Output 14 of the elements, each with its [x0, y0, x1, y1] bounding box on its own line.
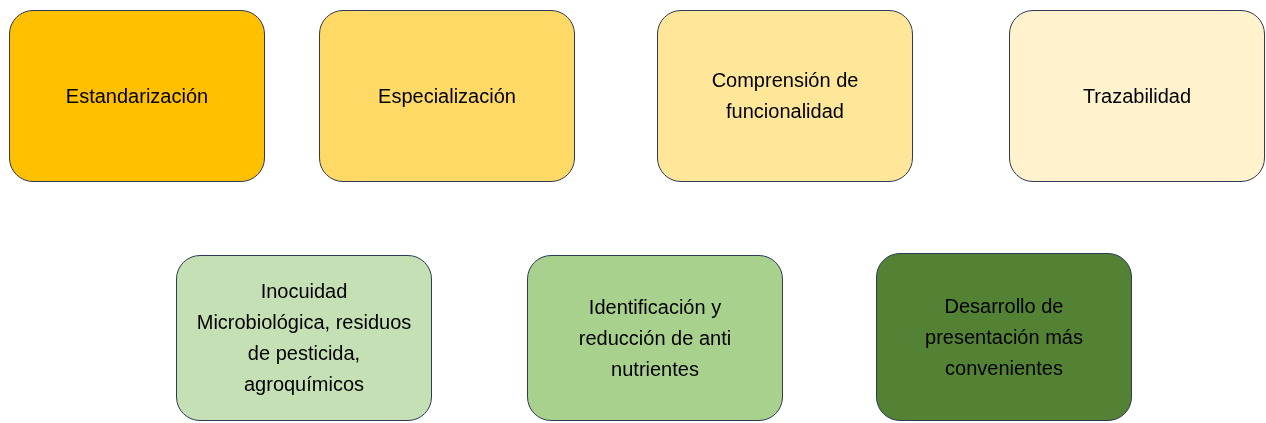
box-text: Comprensión de funcionalidad [710, 68, 860, 124]
box-text: Especialización [378, 83, 516, 109]
rounded-box [1009, 10, 1265, 182]
rounded-box [657, 10, 913, 182]
box-text: Identificación y reducción de anti nutrientes [577, 294, 733, 382]
rounded-box [176, 255, 432, 421]
box-text: Estandarización [65, 83, 209, 109]
box-text: Inocuidad Microbiológica, residuos de pesticida, agroquímicos [195, 279, 413, 397]
rounded-box [876, 253, 1132, 421]
rounded-box [319, 10, 575, 182]
box-text: Trazabilidad [1082, 83, 1192, 109]
rounded-box [527, 255, 783, 421]
rounded-box [9, 10, 265, 182]
box-text: Desarrollo de presentación más convenientes [924, 293, 1084, 381]
